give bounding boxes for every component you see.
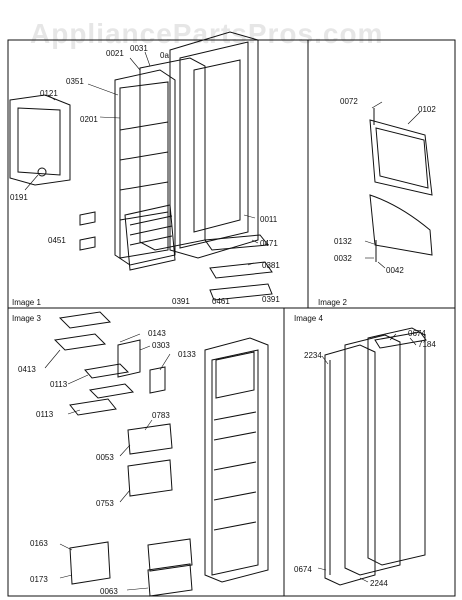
part-label: 2234 (304, 351, 322, 360)
part-label: 0351 (66, 77, 84, 86)
part-label: 0674 (408, 329, 426, 338)
part-label: 0163 (30, 539, 48, 548)
part-label: 0391 (172, 297, 190, 306)
section-label-image1: Image 1 (12, 298, 41, 307)
watermark-text: AppliancePartsPros.com (30, 18, 384, 49)
panel-lower (369, 194, 433, 256)
bin-0753 (127, 459, 173, 497)
image2-assembly (369, 108, 433, 262)
part-label: 0102 (418, 105, 436, 114)
part-label: 0783 (152, 411, 170, 420)
door-outer-2244 (367, 327, 426, 566)
trim-0391 (209, 283, 273, 301)
section-label-image4: Image 4 (294, 314, 323, 323)
part-label: 0381 (262, 261, 280, 270)
trim-0381 (209, 261, 273, 279)
part-label: 0042 (386, 266, 404, 275)
part-label: 0133 (178, 350, 196, 359)
door-outer-0011 (169, 31, 259, 259)
part-label: 0132 (334, 237, 352, 246)
image3-assembly (53, 311, 269, 597)
part-label: 0753 (96, 499, 114, 508)
part-label: 0143 (148, 329, 166, 338)
part-label: 0391 (262, 295, 280, 304)
part-label: 0021 (106, 49, 124, 58)
bracket-0303 (117, 339, 141, 378)
part-label: 0063 (100, 587, 118, 596)
part-label: 0451 (48, 236, 66, 245)
part-label: 0471 (260, 239, 278, 248)
part-label: 7184 (418, 340, 436, 349)
door-liner-0201 (114, 69, 176, 266)
part-label: 0674 (294, 565, 312, 574)
image4-assembly (324, 327, 427, 586)
door-panel-2234 (324, 344, 376, 586)
bin-0053 (127, 423, 173, 455)
part-label: 0121 (40, 89, 58, 98)
cover-0173 (69, 541, 111, 585)
part-label: 0a (160, 51, 169, 60)
part-label: 0201 (80, 115, 98, 124)
diagram-frame (7, 39, 456, 597)
shelf-0143 (58, 311, 112, 329)
part-label: 0413 (18, 365, 36, 374)
part-label: 0173 (30, 575, 48, 584)
door-image3 (204, 337, 269, 583)
panel-0102 (369, 119, 433, 196)
part-label: 0072 (340, 97, 358, 106)
part-label: 0053 (96, 453, 114, 462)
part-label: 0113 (50, 380, 68, 389)
part-label: 0011 (260, 215, 278, 224)
bin-0121 (9, 94, 71, 186)
part-label: 2244 (370, 579, 388, 588)
part-label: 0113 (36, 410, 54, 419)
section-label-image3: Image 3 (12, 314, 41, 323)
part-label: 0032 (334, 254, 352, 263)
part-label: 0461 (212, 297, 230, 306)
section-label-image2: Image 2 (318, 298, 347, 307)
trim-0471 (204, 234, 269, 251)
bin-0063 (147, 563, 193, 597)
part-label: 0031 (130, 44, 148, 53)
handle-0674 (374, 331, 427, 349)
shelf-0413 (53, 333, 107, 351)
part-label: 0303 (152, 341, 170, 350)
part-label: 0191 (10, 193, 28, 202)
bracket-0133 (149, 366, 166, 394)
image1-assembly (9, 31, 273, 301)
